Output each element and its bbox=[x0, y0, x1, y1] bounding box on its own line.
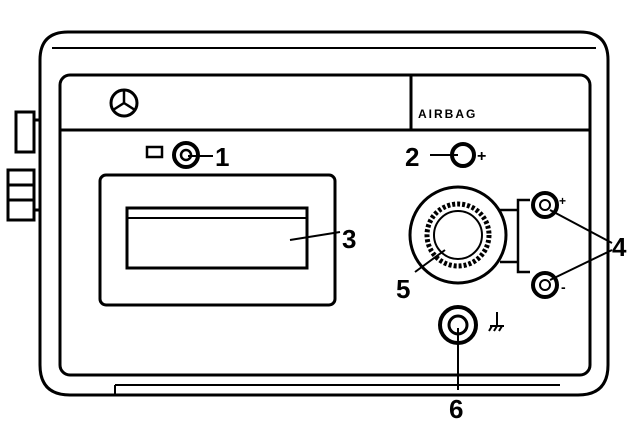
ground-icon bbox=[488, 312, 504, 332]
callout-2: 2 bbox=[405, 142, 419, 172]
callout-4-leaders bbox=[549, 209, 613, 281]
callout-1: 1 bbox=[215, 142, 229, 172]
jack-negative[interactable] bbox=[531, 271, 559, 299]
callout-6: 6 bbox=[449, 394, 463, 424]
side-connectors bbox=[6, 110, 40, 222]
jack-bottom-minus-sign: - bbox=[561, 279, 566, 295]
callout-3: 3 bbox=[342, 224, 356, 254]
callout-5-leader bbox=[414, 249, 446, 273]
display-bezel bbox=[98, 173, 337, 307]
battery-icon bbox=[145, 145, 164, 159]
jack-bracket bbox=[500, 198, 530, 274]
callout-3-leader bbox=[289, 231, 341, 241]
mercedes-star-logo bbox=[109, 88, 139, 118]
callout-4: 4 bbox=[612, 232, 627, 262]
jack-positive[interactable] bbox=[531, 191, 559, 219]
jack-top-plus-sign: + bbox=[559, 194, 566, 208]
case-bottom-foot bbox=[114, 384, 560, 395]
airbag-label: AIRBAG bbox=[418, 107, 477, 121]
rotary-knob[interactable] bbox=[408, 185, 508, 285]
front-panel bbox=[58, 73, 592, 377]
socket-2-plus-sign: + bbox=[477, 148, 486, 165]
callout-5: 5 bbox=[396, 274, 410, 304]
case-outline bbox=[38, 30, 610, 397]
